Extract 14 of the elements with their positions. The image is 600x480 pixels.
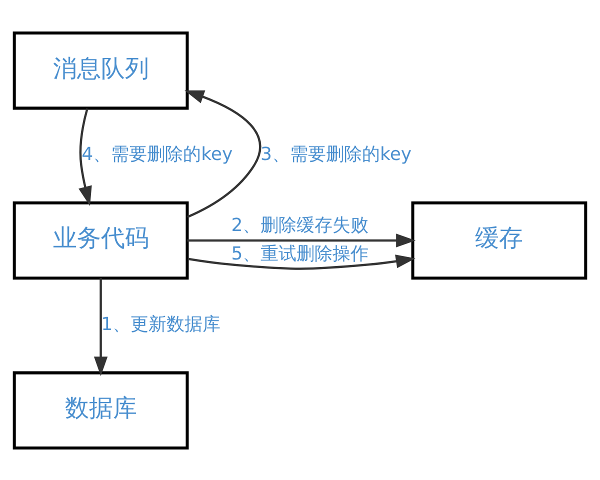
arrow <box>188 254 416 270</box>
edge-label: 2、删除缓存失败 <box>231 214 369 236</box>
arrow <box>94 278 108 376</box>
edge-label: 1、更新数据库 <box>101 314 221 335</box>
node-box: 业务代码 <box>12 200 189 280</box>
arrow <box>78 108 92 206</box>
edge-label: 3、需要删除的key <box>260 144 412 165</box>
arrow <box>187 233 416 247</box>
node-box: 消息队列 <box>12 31 189 110</box>
arrow <box>184 90 262 218</box>
edge-label: 5、重试删除操作 <box>231 242 369 264</box>
node-box: 数据库 <box>12 370 189 449</box>
edge-label: 4、需要删除的key <box>82 144 233 165</box>
node-box: 缓存 <box>411 200 588 280</box>
